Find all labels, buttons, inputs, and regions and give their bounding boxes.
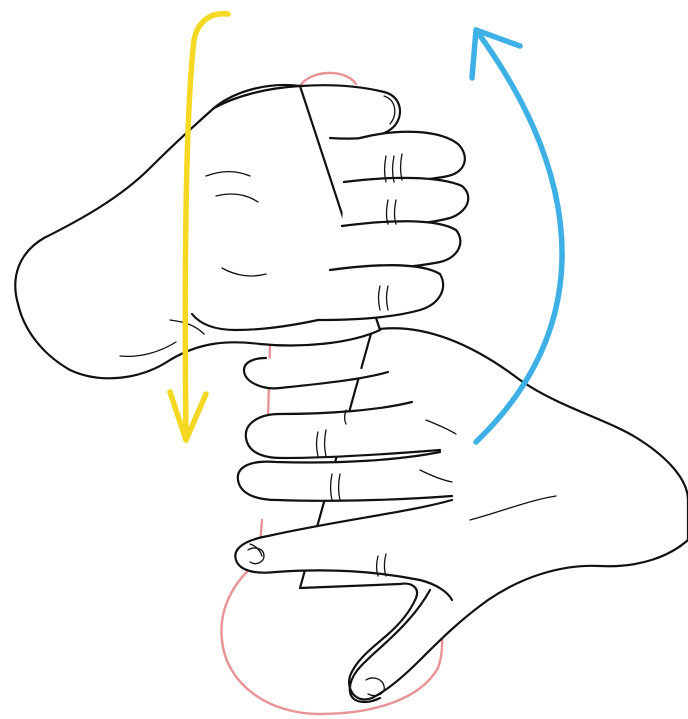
upper-thumbnail [384, 96, 395, 124]
upper-hand-back [15, 85, 380, 378]
upper-finger-1 [344, 132, 465, 182]
bone-top-knob [300, 73, 356, 86]
upper-finger-2 [342, 178, 468, 226]
lower-finger-middle [246, 402, 440, 458]
upper-finger-3 [330, 221, 460, 270]
upper-finger-4 [318, 265, 443, 320]
